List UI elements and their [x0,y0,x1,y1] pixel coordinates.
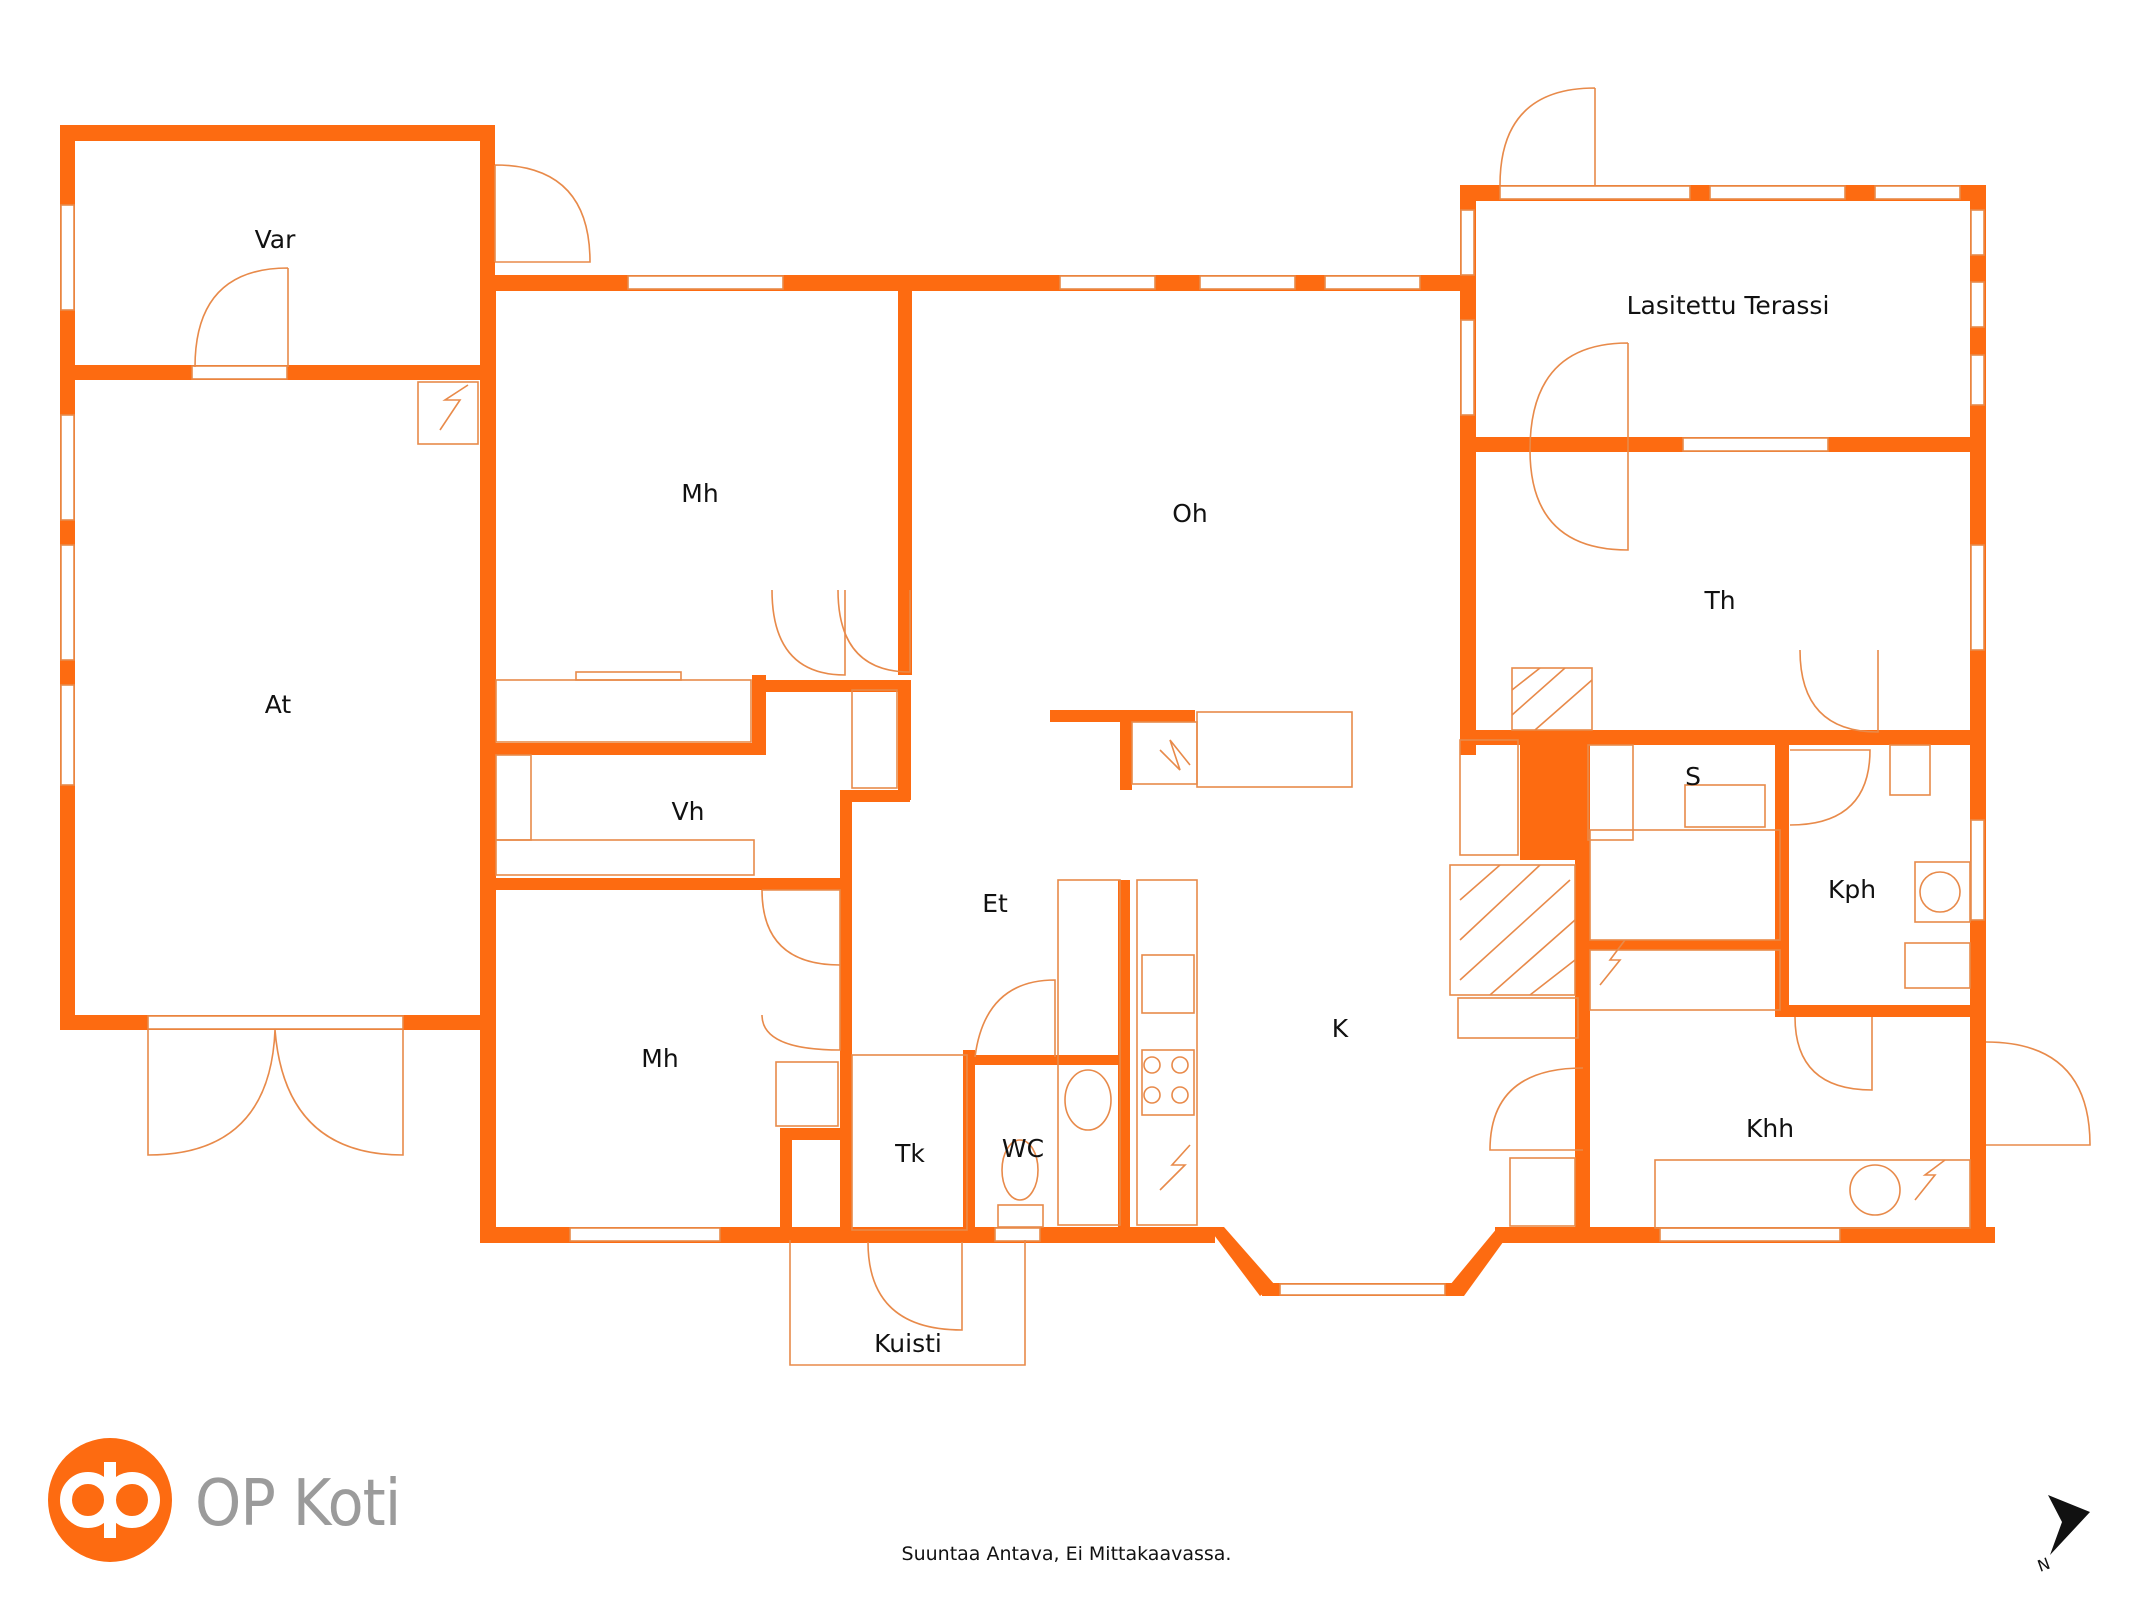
north-arrow-icon [2048,1495,2090,1555]
room-label-kuisti: Kuisti [874,1329,942,1358]
room-label-mh-1: Mh [681,479,718,508]
room-label-vh: Vh [672,797,705,826]
doors-and-fixtures [147,87,2091,1366]
room-labels: Var At Mh Vh Mh Oh Et Tk WC K Kuisti Las… [255,225,1876,1358]
room-label-terassi: Lasitettu Terassi [1627,291,1830,320]
room-label-mh-2: Mh [641,1044,678,1073]
room-label-et: Et [982,889,1008,918]
room-label-var: Var [255,225,296,254]
room-label-kph: Kph [1828,875,1876,904]
room-label-s: S [1685,762,1701,791]
plan-caption: Suuntaa Antava, Ei Mittakaavassa. [901,1543,1232,1565]
room-label-wc: WC [1002,1134,1044,1163]
op-logo-icon [48,1438,172,1562]
room-label-tk: Tk [894,1139,925,1168]
room-label-oh: Oh [1172,499,1208,528]
room-label-th: Th [1703,586,1735,615]
room-label-k: K [1332,1014,1349,1043]
brand-name: OP Koti [195,1467,401,1541]
room-label-at: At [265,690,292,719]
room-label-khh: Khh [1746,1114,1794,1143]
windows [60,185,1985,1296]
